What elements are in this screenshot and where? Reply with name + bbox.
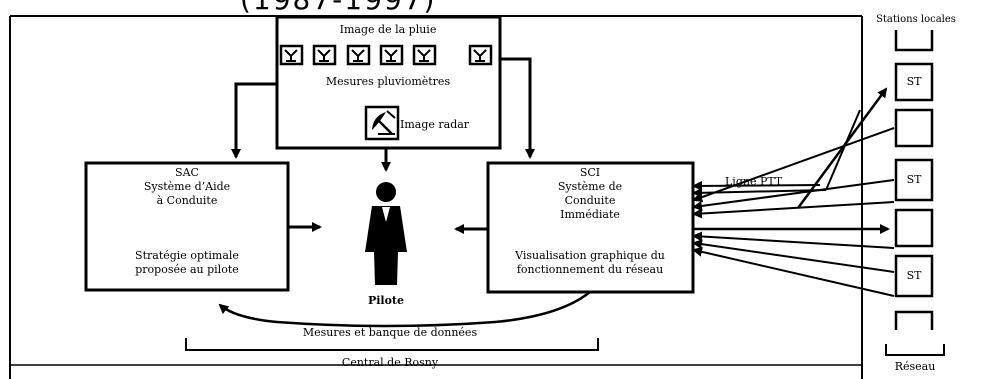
sac-desc2: proposée au pilote bbox=[135, 263, 239, 276]
central-label: Central de Rosny bbox=[341, 356, 439, 369]
rain-gauge-icon bbox=[468, 44, 493, 66]
network-label: Réseau bbox=[894, 360, 936, 373]
arrow-data-to-sac bbox=[218, 291, 591, 328]
station-box bbox=[894, 108, 934, 148]
station-tag: ST bbox=[906, 269, 922, 282]
ptt-label: Ligne PTT bbox=[725, 175, 783, 188]
stations-title: Stations locales bbox=[876, 14, 956, 25]
ptt-lines bbox=[692, 87, 895, 297]
network-bracket bbox=[885, 344, 945, 356]
station-tag: ST bbox=[906, 173, 922, 186]
station-box bbox=[894, 208, 934, 248]
rain-gauge-icon bbox=[346, 44, 371, 66]
data-arrow-label: Mesures et banque de données bbox=[302, 326, 478, 339]
sac-title: SAC bbox=[175, 166, 199, 179]
radar-icon bbox=[364, 105, 400, 141]
sci-line2: Système de bbox=[557, 180, 623, 193]
arrow-rain-to-sci bbox=[500, 57, 535, 159]
sci-desc2: fonctionnement du réseau bbox=[516, 263, 664, 276]
sci-line4: Immédiate bbox=[560, 208, 620, 221]
central-bracket bbox=[185, 338, 599, 351]
station-box bbox=[894, 62, 934, 102]
gauges-label: Mesures pluviomètres bbox=[325, 75, 451, 88]
sac-line2: Système d’Aide bbox=[143, 180, 231, 193]
pilot-label: Pilote bbox=[367, 294, 405, 307]
radar-label: Image radar bbox=[400, 118, 470, 131]
station-box bbox=[894, 310, 934, 330]
header-fragment: (1987-1997) bbox=[240, 0, 436, 16]
rain-gauge-icon bbox=[312, 44, 337, 66]
sci-desc1: Visualisation graphique du bbox=[515, 249, 665, 262]
station-tag: ST bbox=[906, 75, 922, 88]
rain-gauge-icon bbox=[279, 44, 304, 66]
sac-line3: à Conduite bbox=[156, 194, 218, 207]
station-box bbox=[894, 30, 934, 52]
station-box bbox=[894, 254, 934, 298]
pilot-icon bbox=[365, 182, 407, 285]
arrow-rain-to-sac bbox=[231, 82, 277, 159]
rain-gauge-icon bbox=[379, 44, 404, 66]
station-boxes bbox=[894, 30, 934, 330]
station-box bbox=[894, 158, 934, 202]
rain-gauge-icons bbox=[279, 44, 493, 66]
rain-gauge-icon bbox=[412, 44, 437, 66]
rain-image-title: Image de la pluie bbox=[339, 23, 437, 36]
sci-title: SCI bbox=[579, 166, 601, 179]
sac-desc1: Stratégie optimale bbox=[135, 249, 239, 262]
sci-line3: Conduite bbox=[564, 194, 616, 207]
